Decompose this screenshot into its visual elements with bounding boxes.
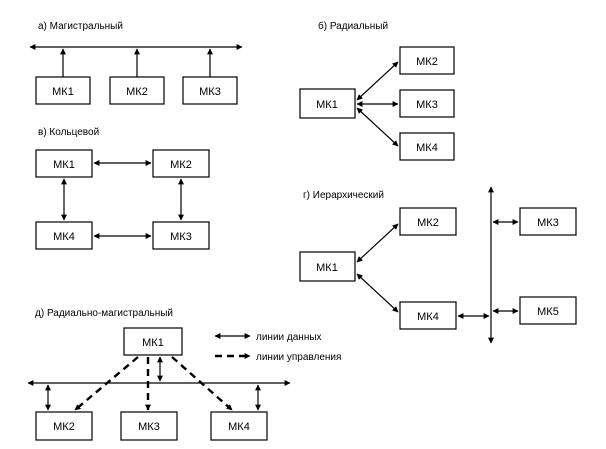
bus-box-mk1 bbox=[35, 76, 91, 105]
hier-box-mk1-label: МК1 bbox=[316, 262, 338, 274]
panel-ring-title: в) Кольцевой bbox=[38, 127, 99, 138]
panel-radial-title: б) Радиальный bbox=[318, 20, 388, 32]
hier-box-mk1 bbox=[299, 251, 356, 282]
ring-box-mk4 bbox=[35, 221, 93, 250]
panel-ring: в) Кольцевой МК1 МК2 МК4 МК3 bbox=[35, 127, 210, 250]
hier-box-mk5-label: МК5 bbox=[537, 306, 559, 318]
radial-box-mk1-label: МК1 bbox=[316, 99, 338, 111]
ring-box-mk1 bbox=[35, 149, 93, 178]
panel-bus: а) Магистральный МК1 МК2 МК3 bbox=[29, 21, 243, 105]
rb-box-mk1 bbox=[123, 327, 183, 356]
bus-box-mk3 bbox=[182, 76, 238, 105]
hier-box-mk2-label: МК2 bbox=[417, 217, 439, 229]
ring-box-mk2 bbox=[152, 149, 210, 178]
rb-box-mk2 bbox=[35, 411, 93, 441]
ring-box-mk1-label: МК1 bbox=[53, 159, 75, 171]
legend-control-lines-label: линии управления bbox=[256, 352, 341, 363]
radial-box-mk2 bbox=[399, 46, 455, 75]
hier-box-mk5 bbox=[519, 296, 577, 325]
panel-radial: б) Радиальный МК1 МК2 МК3 МК4 bbox=[299, 20, 455, 161]
hier-link-mk1-mk2 bbox=[356, 223, 399, 263]
rb-box-mk1-label: МК1 bbox=[142, 337, 164, 349]
hier-box-mk3-label: МК3 bbox=[537, 217, 559, 229]
rb-box-mk2-label: МК2 bbox=[53, 421, 75, 433]
radial-box-mk4-label: МК4 bbox=[416, 142, 438, 154]
radial-box-mk3-label: МК3 bbox=[416, 99, 438, 111]
legend: линии данных линии управления bbox=[214, 332, 341, 363]
panel-bus-title: а) Магистральный bbox=[38, 21, 123, 32]
panel-hierarchical: г) Иерархический МК1 МК2 МК4 МК3 МК5 bbox=[299, 186, 577, 344]
radial-box-mk1 bbox=[299, 88, 356, 119]
panel-radial-bus-title: д) Радиально-магистральный bbox=[35, 308, 173, 319]
hier-box-mk4 bbox=[399, 301, 457, 330]
bus-box-mk2 bbox=[109, 76, 165, 105]
bus-box-mk2-label: МК2 bbox=[126, 86, 148, 98]
hier-link-mk1-mk4 bbox=[356, 273, 399, 313]
rb-box-mk3-label: МК3 bbox=[138, 421, 160, 433]
radial-box-mk2-label: МК2 bbox=[416, 56, 438, 68]
radial-box-mk4 bbox=[399, 132, 455, 161]
bus-box-mk1-label: МК1 bbox=[52, 86, 74, 98]
ring-box-mk3 bbox=[152, 221, 210, 250]
hier-box-mk3 bbox=[519, 207, 577, 236]
rb-box-mk3 bbox=[120, 411, 178, 441]
hier-box-mk2 bbox=[399, 207, 457, 236]
ring-box-mk3-label: МК3 bbox=[170, 231, 192, 243]
ring-box-mk4-label: МК4 bbox=[53, 231, 75, 243]
legend-data-lines-label: линии данных bbox=[256, 332, 322, 343]
hier-box-mk4-label: МК4 bbox=[417, 311, 439, 323]
rb-control-mk2 bbox=[74, 356, 139, 411]
ring-box-mk2-label: МК2 bbox=[170, 159, 192, 171]
bus-box-mk3-label: МК3 bbox=[199, 86, 221, 98]
radial-link-mk2 bbox=[356, 61, 399, 101]
rb-box-mk4 bbox=[210, 411, 268, 441]
radial-link-mk4 bbox=[356, 107, 399, 147]
rb-box-mk4-label: МК4 bbox=[228, 421, 250, 433]
radial-box-mk3 bbox=[399, 89, 455, 118]
rb-control-mk4 bbox=[171, 356, 233, 411]
panel-radial-bus: д) Радиально-магистральный МК1 МК2 МК3 М… bbox=[27, 308, 291, 441]
panel-hierarchical-title: г) Иерархический bbox=[303, 190, 384, 201]
